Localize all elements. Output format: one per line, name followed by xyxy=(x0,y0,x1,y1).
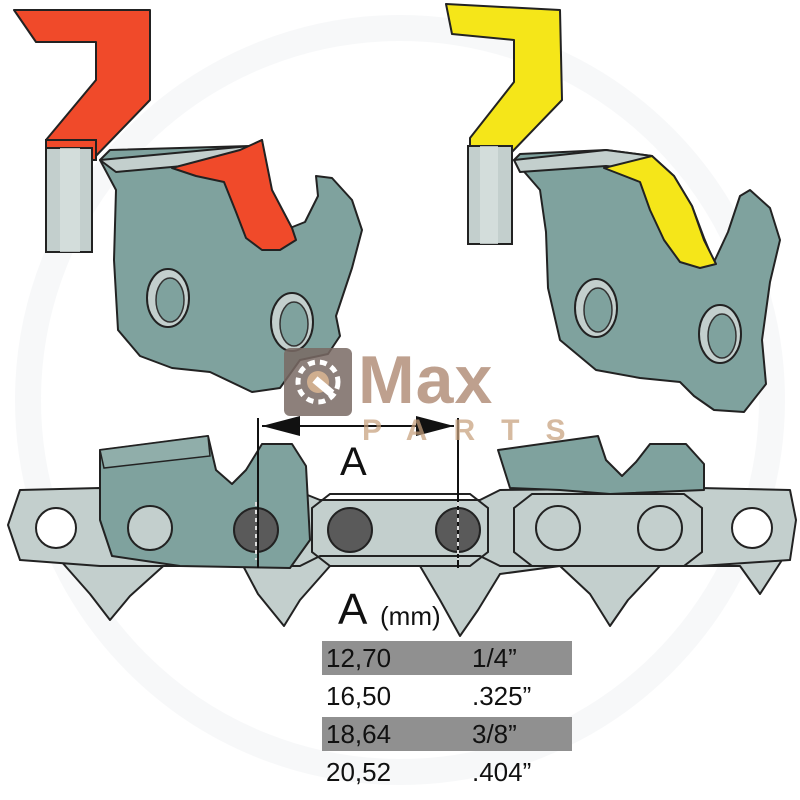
table-header-letter: A xyxy=(338,585,368,634)
pitch-dimension xyxy=(255,416,459,568)
pitch-inch: 3/8” xyxy=(472,719,517,749)
left-cutter-chrome-profile xyxy=(13,9,151,253)
table-header: A (mm) xyxy=(322,585,572,637)
right-cutter-body xyxy=(513,149,781,413)
table-row: 16,50 .325” xyxy=(322,679,572,713)
right-cutter-chrome-profile xyxy=(445,3,563,245)
pitch-inch: .325” xyxy=(472,681,532,711)
watermark-logo: Max PARTS xyxy=(282,342,565,456)
table-row: 12,70 1/4” xyxy=(322,641,572,675)
arrow-left-icon xyxy=(262,416,300,436)
logo-sub-text: PARTS xyxy=(362,414,592,447)
pitch-table: A (mm) 12,70 1/4” 16,50 .325” 18,64 3/8”… xyxy=(322,585,572,789)
left-cutter-body xyxy=(99,139,363,393)
gear-wrench-icon xyxy=(284,348,352,416)
background-watermark-ring xyxy=(15,15,785,785)
pitch-label: A xyxy=(340,440,367,484)
table-row: 20,52 .404” xyxy=(322,755,572,789)
logo-brand-text: Max xyxy=(358,342,494,418)
table-row: 18,64 3/8” xyxy=(322,717,572,751)
pitch-inch: 1/4” xyxy=(472,643,517,673)
saw-chain-side-view xyxy=(7,435,797,637)
pitch-mm: 20,52 xyxy=(326,757,392,787)
table-header-unit: (mm) xyxy=(380,601,441,631)
pitch-mm: 12,70 xyxy=(326,643,392,673)
arrow-right-icon xyxy=(416,416,454,436)
pitch-mm: 16,50 xyxy=(326,681,392,711)
pitch-inch: .404” xyxy=(472,757,532,787)
pitch-mm: 18,64 xyxy=(326,719,392,749)
